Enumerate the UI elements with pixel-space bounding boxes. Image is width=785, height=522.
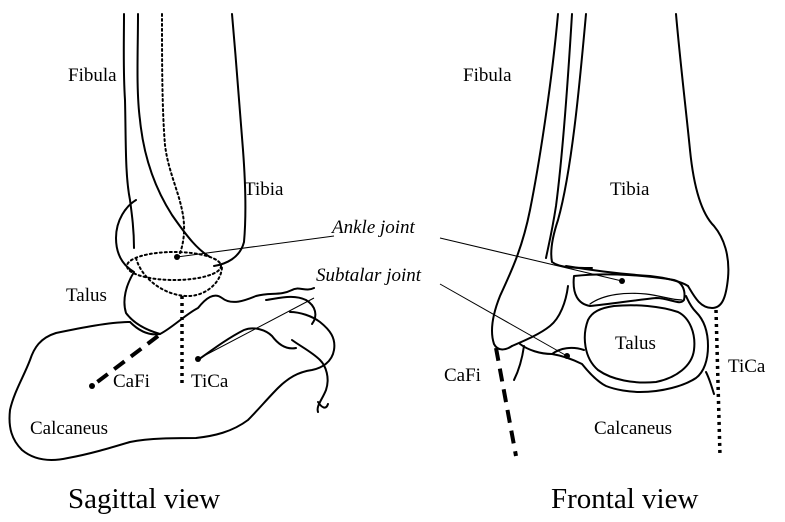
joint-labels: Ankle joint Subtalar joint [316, 217, 422, 286]
frontal-label-tibia: Tibia [610, 179, 650, 200]
frontal-label-calcaneus: Calcaneus [594, 418, 672, 439]
frontal-tibia-lateral-outline [550, 13, 593, 269]
sagittal-cafi-axis [90, 334, 160, 388]
frontal-calcaneus-lateral [513, 345, 525, 381]
frontal-tibia-medial-outline [675, 13, 730, 309]
ankle-joint-label: Ankle joint [330, 217, 416, 238]
sagittal-fibula-hidden-outline [161, 13, 186, 259]
frontal-fibula-medial-outline [545, 13, 573, 259]
frontal-talus-dome-inner [589, 292, 683, 305]
frontal-label-fibula: Fibula [463, 65, 512, 86]
sagittal-forefoot-stub [317, 401, 329, 409]
sagittal-cuboid-outline [291, 339, 329, 413]
sagittal-caption: Sagittal view [68, 483, 220, 515]
sagittal-cafi-point [89, 383, 95, 389]
sagittal-view [8, 13, 336, 461]
sagittal-label-cafi: CaFi [113, 371, 150, 392]
frontal-fibula-tip [511, 285, 569, 347]
frontal-label-talus: Talus [615, 333, 656, 354]
sagittal-labels: Fibula Tibia Talus Calcaneus CaFi TiCa S… [30, 65, 284, 515]
frontal-label-tica: TiCa [728, 356, 766, 377]
sagittal-fibula-outline [122, 13, 135, 249]
sagittal-heel-ridge [129, 321, 161, 336]
ankle-leader-left [176, 235, 335, 258]
joint-leader-lines [176, 235, 623, 360]
ankle-leader-right [439, 237, 623, 282]
sagittal-calcaneus-outline [8, 311, 336, 461]
frontal-view [491, 13, 730, 457]
subtalar-leader-left [197, 297, 315, 360]
frontal-talus-dome [572, 273, 686, 307]
frontal-labels: Fibula Tibia Talus Calcaneus CaFi TiCa F… [444, 65, 766, 515]
frontal-caption: Frontal view [551, 483, 698, 515]
subtalar-leader-right [439, 283, 568, 357]
sagittal-talus-outline [115, 199, 315, 335]
frontal-tica-axis [714, 309, 722, 457]
frontal-talus-body [583, 304, 696, 384]
sagittal-ankle-joint-ellipse [126, 251, 222, 281]
sagittal-label-calcaneus: Calcaneus [30, 418, 108, 439]
sagittal-label-tica: TiCa [191, 371, 229, 392]
sagittal-label-tibia: Tibia [244, 179, 284, 200]
sagittal-tibia-anterior-outline [213, 13, 247, 267]
subtalar-joint-label: Subtalar joint [316, 265, 422, 286]
frontal-calcaneus-medial [705, 371, 715, 395]
frontal-cafi-axis [494, 347, 518, 457]
frontal-label-cafi: CaFi [444, 365, 481, 386]
frontal-calcaneus-outline [519, 295, 709, 393]
sagittal-label-fibula: Fibula [68, 65, 117, 86]
sagittal-label-talus: Talus [66, 285, 107, 306]
frontal-subtalar-facet [551, 346, 585, 355]
sagittal-midfoot-outline [265, 295, 317, 325]
sagittal-tibia-outline [136, 13, 211, 258]
frontal-fibula-outline [491, 13, 559, 351]
sagittal-sinus-tarsi [197, 327, 297, 361]
